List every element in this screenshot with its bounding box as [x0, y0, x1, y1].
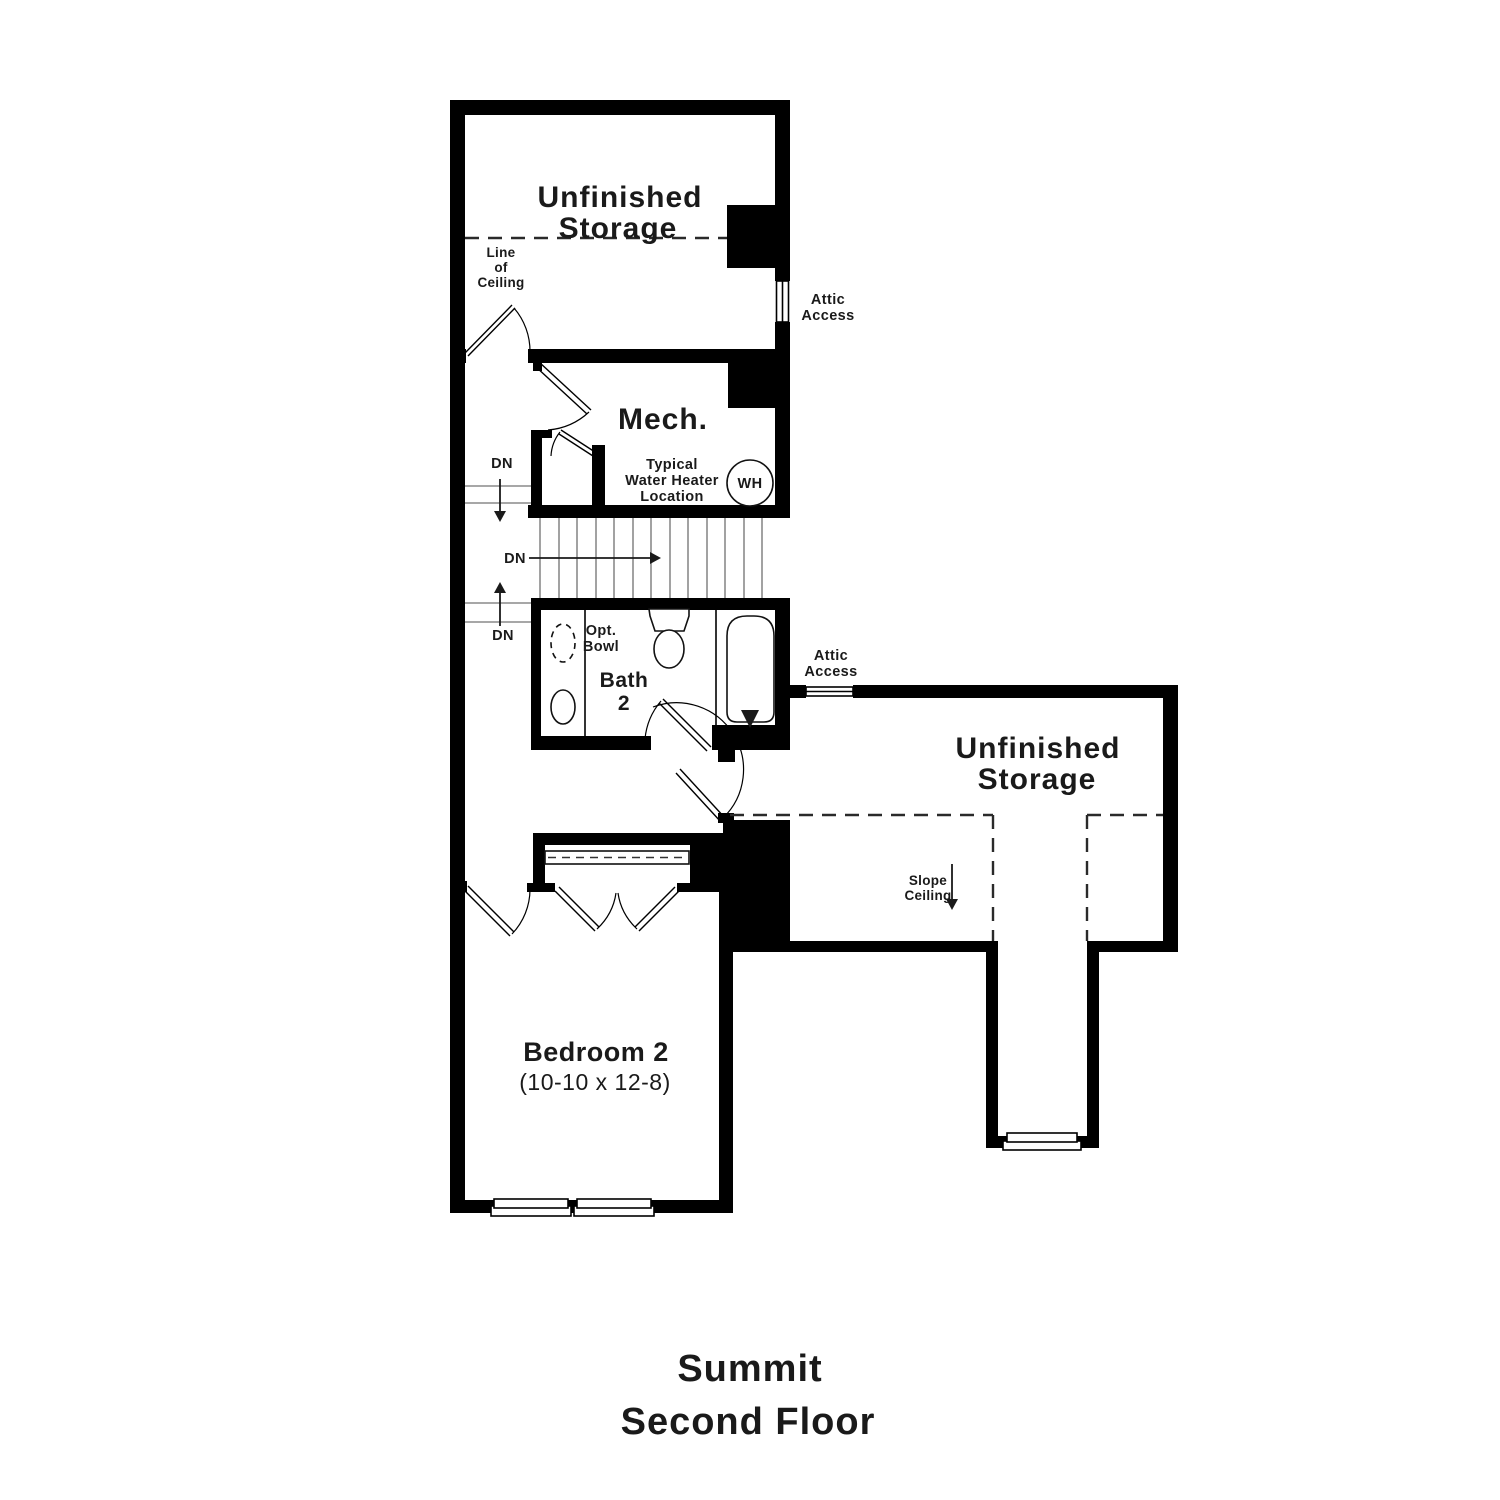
water-heater-circle [726, 459, 774, 507]
wall-block-storage-entry [723, 820, 790, 943]
wall-bedroom-right [719, 892, 733, 1213]
dormer-window [1002, 1132, 1082, 1151]
dn-arrow-mid [529, 552, 661, 564]
attic-access-mid-l2: Access [804, 664, 857, 680]
wall-jamb-storage-entry [718, 813, 734, 823]
room-label-storage-top-line1: Unfinished [538, 181, 703, 214]
wall-storage-right-top [853, 685, 1178, 698]
room-label-storage-top-line2: Storage [559, 212, 678, 245]
wall-storage-right-east [1163, 685, 1178, 952]
room-label-mech: Mech. [618, 403, 708, 436]
dn-label-upper: DN [491, 456, 513, 472]
bedroom-dimensions: (10-10 x 12-8) [519, 1069, 670, 1095]
line-of-ceiling-l1: Line [487, 245, 516, 260]
water-heater-l2: Water Heater [625, 473, 719, 489]
walls [450, 100, 1178, 1213]
optional-bowl-sink [550, 623, 576, 663]
door-top-storage [464, 304, 531, 357]
wall-left-exterior [450, 100, 465, 1213]
wall-storage-right-bottom-west [723, 941, 995, 952]
dn-label-mid: DN [504, 551, 526, 567]
ceiling-lines [465, 236, 1163, 941]
vanity-sink [550, 689, 576, 725]
slope-ceiling-arrow [946, 864, 958, 910]
wall-stair-closet-left [531, 430, 542, 515]
toilet [648, 608, 690, 669]
slope-ceiling-l2: Ceiling [904, 888, 951, 903]
door-stair-closet [550, 429, 596, 457]
room-label-bath-line2: 2 [618, 692, 630, 715]
wall-closet-front-right-pier [677, 883, 693, 892]
bedroom-window-1 [490, 1198, 572, 1217]
attic-access-top-l2: Access [801, 308, 854, 324]
door-closet-bifold [554, 886, 680, 932]
wall-dormer-right [1087, 941, 1099, 1148]
wall-dormer-left [986, 941, 998, 1148]
attic-access-top-symbol [775, 280, 790, 323]
dn-arrow-lower [494, 582, 506, 626]
wall-jamb-bedroom-door [450, 881, 467, 892]
wall-stair-closet-top [531, 430, 552, 438]
opt-bowl-l2: Bowl [583, 639, 619, 655]
room-label-bedroom: Bedroom 2 [523, 1037, 669, 1067]
room-label-storage-right-line2: Storage [978, 763, 1097, 796]
room-label-bath-line1: Bath [600, 669, 649, 692]
bathtub [715, 605, 775, 728]
dn-label-lower: DN [492, 628, 514, 644]
wall-mech-right [775, 408, 790, 518]
wall-jamb-storage-door [452, 349, 466, 363]
closet-shelf [544, 850, 690, 865]
wall-stair-closet-right [592, 445, 605, 513]
line-of-ceiling-l2: of [494, 260, 508, 275]
doors [463, 304, 745, 937]
wall-top-storage-right-mid [775, 262, 790, 281]
door-mech [534, 361, 592, 431]
staircase [465, 485, 763, 623]
plan-title-line2: Second Floor [621, 1401, 876, 1443]
bedroom-window-2 [573, 1198, 655, 1217]
wall-closet-front-left-pier [527, 883, 555, 892]
wh-tag: WH [738, 476, 763, 492]
water-heater-l3: Location [640, 489, 704, 505]
wall-top-storage-right-upper [775, 100, 790, 212]
door-bath [644, 698, 712, 752]
plan-title-line1: Summit [677, 1348, 822, 1390]
text-labels: Unfinished Storage Line of Ceiling Attic… [477, 181, 1121, 1443]
arrows [494, 479, 958, 910]
attic-access-top-l1: Attic [811, 292, 845, 308]
attic-access-mid-symbol [805, 686, 854, 697]
openings [490, 280, 1082, 1217]
wall-top-storage-bottom [528, 349, 790, 363]
wall-storage-right-top-stub [788, 685, 806, 698]
tub-drain-marker [741, 710, 759, 728]
wall-bath-right [775, 610, 790, 730]
fixtures [544, 459, 775, 865]
wall-stair-top [528, 505, 790, 518]
attic-access-mid-l1: Attic [814, 648, 848, 664]
wall-bath-top [531, 598, 790, 610]
wall-bath-left [531, 610, 541, 750]
dn-arrow-upper [494, 479, 506, 522]
wall-chase-mech [728, 363, 790, 408]
wall-closet-left [533, 833, 545, 892]
opt-bowl-l1: Opt. [586, 623, 617, 639]
door-storage-entry [652, 702, 745, 823]
wall-bath-bottom [531, 736, 651, 750]
door-bedroom [463, 885, 531, 937]
room-label-storage-right-line1: Unfinished [956, 732, 1121, 765]
wall-closet-top [533, 833, 733, 845]
wall-storage-right-bottom-east [1087, 941, 1178, 952]
wall-chase-top-storage [727, 205, 790, 268]
water-heater-l1: Typical [646, 457, 698, 473]
wall-pier-hall-door [718, 750, 735, 762]
wall-top-storage-top [450, 100, 790, 115]
line-of-ceiling-l3: Ceiling [477, 275, 524, 290]
wall-jamb-mech-door [533, 363, 542, 371]
slope-ceiling-l1: Slope [909, 873, 947, 888]
